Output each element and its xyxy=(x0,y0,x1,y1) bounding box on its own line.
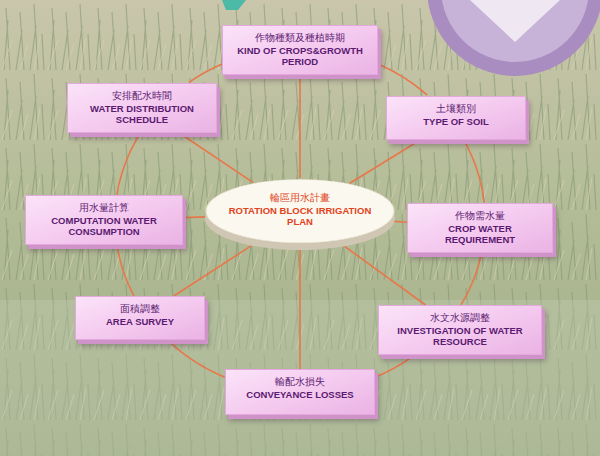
topic-slab: 輸配水損失CONVEYANCE LOSSES xyxy=(225,369,375,415)
ring-arc xyxy=(376,356,414,377)
spoke-line xyxy=(299,75,301,178)
spoke-line xyxy=(179,133,253,183)
chinese-label: 土壤類別 xyxy=(393,103,519,115)
chinese-label: 安排配水時間 xyxy=(74,90,210,102)
ring-arc xyxy=(189,64,222,82)
english-label: COMPUTATION WATER CONSUMPTION xyxy=(32,215,176,238)
spoke-line xyxy=(393,221,407,222)
ring-arc xyxy=(461,253,481,304)
english-label: AREA SURVEY xyxy=(82,316,198,327)
chinese-label: 用水量計算 xyxy=(32,202,176,214)
chinese-label: 作物種類及種植時期 xyxy=(229,32,371,44)
spoke-line xyxy=(174,245,252,296)
topic-slab: 面積調整AREA SURVEY xyxy=(75,296,205,340)
topic-slab: 土壤類別TYPE OF SOIL xyxy=(386,96,526,140)
english-label: INVESTIGATION OF WATER RESOURCE xyxy=(385,325,535,348)
topic-slab: 用水量計算COMPUTATION WATER CONSUMPTION xyxy=(25,195,183,245)
topic-slab: 水文水源調整INVESTIGATION OF WATER RESOURCE xyxy=(378,305,542,355)
english-label: WATER DISTRIBUTION SCHEDULE xyxy=(74,103,210,126)
topic-slab: 作物種類及種植時期KIND OF CROPS&GROWTH PERIOD xyxy=(222,25,378,75)
chinese-label: 輸配水損失 xyxy=(232,376,368,388)
english-label: ROTATION BLOCK IRRIGATION PLAN xyxy=(223,205,377,228)
topic-slab: 作物需水量CROP WATER REQUIREMENT xyxy=(407,203,553,253)
chinese-label: 面積調整 xyxy=(82,303,198,315)
topic-slab: 安排配水時間WATER DISTRIBUTION SCHEDULE xyxy=(67,83,217,133)
chinese-label: 作物需水量 xyxy=(414,210,546,222)
ring-arc xyxy=(169,341,225,377)
chinese-label: 水文水源調整 xyxy=(385,312,535,324)
chinese-label: 輪區用水計畫 xyxy=(223,192,377,204)
spoke-line xyxy=(183,216,205,218)
ring-arc xyxy=(464,141,484,203)
center-plan-disc: 輪區用水計畫ROTATION BLOCK IRRIGATION PLAN xyxy=(205,178,395,250)
spoke-line xyxy=(299,250,301,369)
english-label: CONVEYANCE LOSSES xyxy=(232,389,368,400)
ring-arc xyxy=(117,134,140,195)
ring-arc xyxy=(379,64,428,95)
english-label: TYPE OF SOIL xyxy=(393,116,519,127)
english-label: KIND OF CROPS&GROWTH PERIOD xyxy=(229,45,371,68)
spoke-line xyxy=(344,246,426,305)
ring-arc xyxy=(117,246,134,296)
english-label: CROP WATER REQUIREMENT xyxy=(414,223,546,246)
spoke-line xyxy=(350,140,420,183)
